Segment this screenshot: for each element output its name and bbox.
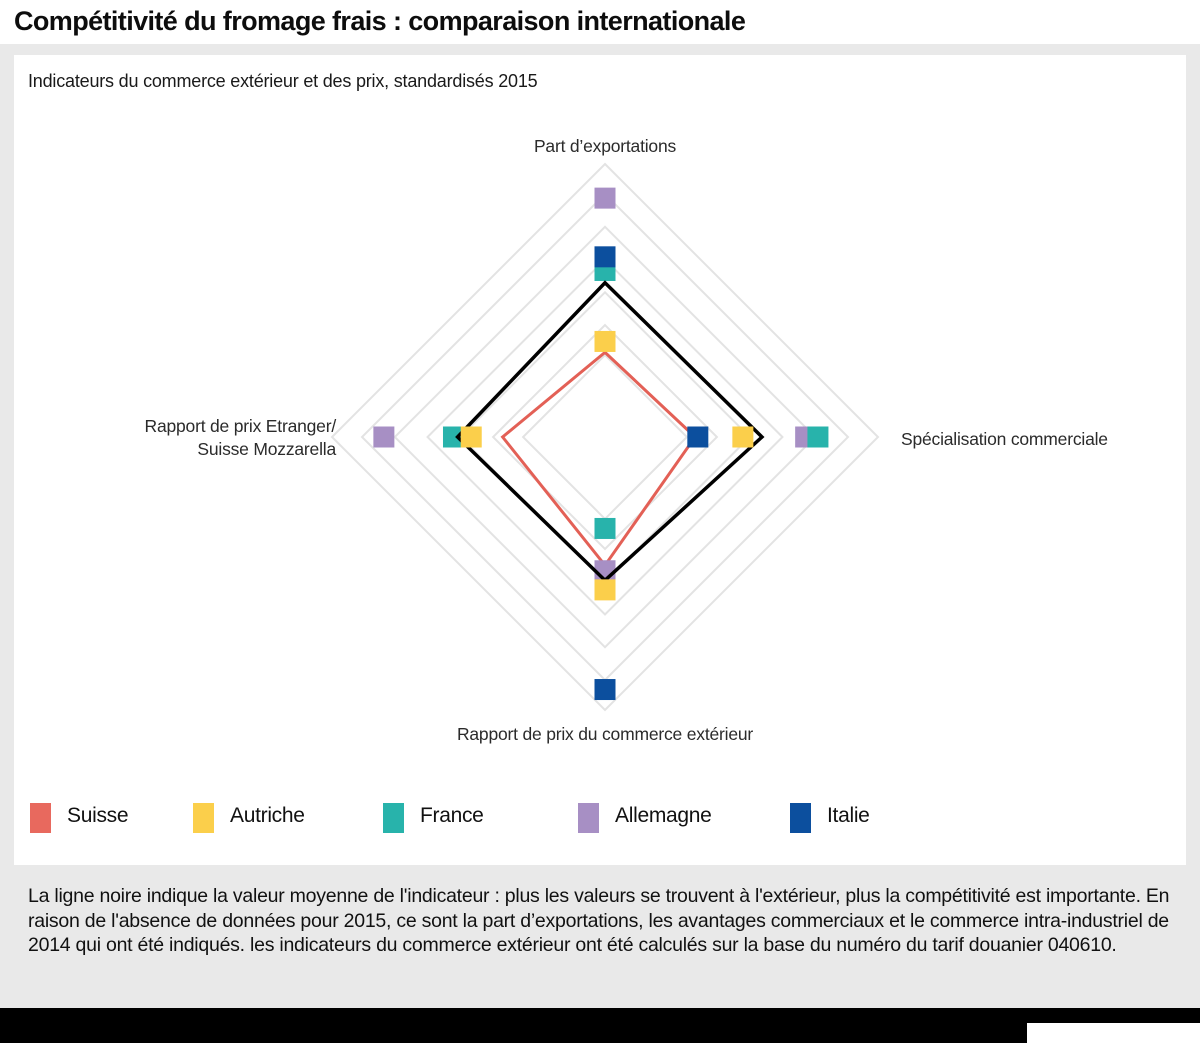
legend-label: France — [420, 804, 484, 827]
grid-diamond — [426, 258, 784, 616]
axis-label-specialisation: Spécialisation commerciale — [901, 429, 1108, 449]
marker-square-autriche — [594, 330, 616, 352]
legend-swatch-icon — [30, 803, 51, 833]
grid-diamond — [491, 323, 719, 551]
marker-square-italie — [594, 679, 616, 701]
bottom-bar-top — [0, 1008, 1200, 1023]
marker-square-france — [442, 426, 464, 448]
bottom-logo-band — [0, 1008, 1200, 1057]
legend-swatch-icon — [383, 803, 404, 833]
axis-label-price-ratio-trade: Rapport de prix du commerce extérieur — [456, 724, 754, 744]
axis-label-exports: Part d’exportations — [533, 136, 677, 156]
bottom-bar-main — [0, 1023, 1027, 1043]
chart-panel: Indicateurs du commerce extérieur et des… — [14, 55, 1186, 865]
legend: Suisse Autriche France Allemagne Italie — [14, 801, 1186, 845]
grid-diamond — [393, 225, 817, 649]
page-title: Compétitivité du fromage frais : compara… — [14, 6, 746, 36]
grid-diamond — [330, 162, 880, 712]
marker-square-france — [807, 426, 829, 448]
marker-square-allemagne — [594, 187, 616, 209]
marker-square-allemagne — [373, 426, 395, 448]
marker-square-autriche — [732, 426, 754, 448]
legend-swatch-icon — [578, 803, 599, 833]
axis-label-price-ratio-mozzarella: Rapport de prix Etranger/Suisse Mozzarel… — [144, 416, 337, 459]
radar-chart — [330, 162, 880, 712]
legend-swatch-icon — [193, 803, 214, 833]
marker-square-autriche — [594, 579, 616, 601]
marker-square-autriche — [460, 426, 482, 448]
title-band — [0, 0, 1200, 44]
legend-label: Suisse — [67, 804, 129, 827]
chart-subtitle: Indicateurs du commerce extérieur et des… — [28, 71, 538, 91]
legend-label: Allemagne — [615, 804, 712, 827]
legend-label: Autriche — [230, 804, 305, 827]
legend-label: Italie — [827, 804, 870, 827]
marker-square-france — [594, 517, 616, 539]
marker-square-italie — [687, 426, 709, 448]
legend-swatch-icon — [790, 803, 811, 833]
footnote-text: La ligne noire indique la valeur moyenne… — [28, 885, 1170, 957]
marker-square-italie — [594, 246, 616, 268]
